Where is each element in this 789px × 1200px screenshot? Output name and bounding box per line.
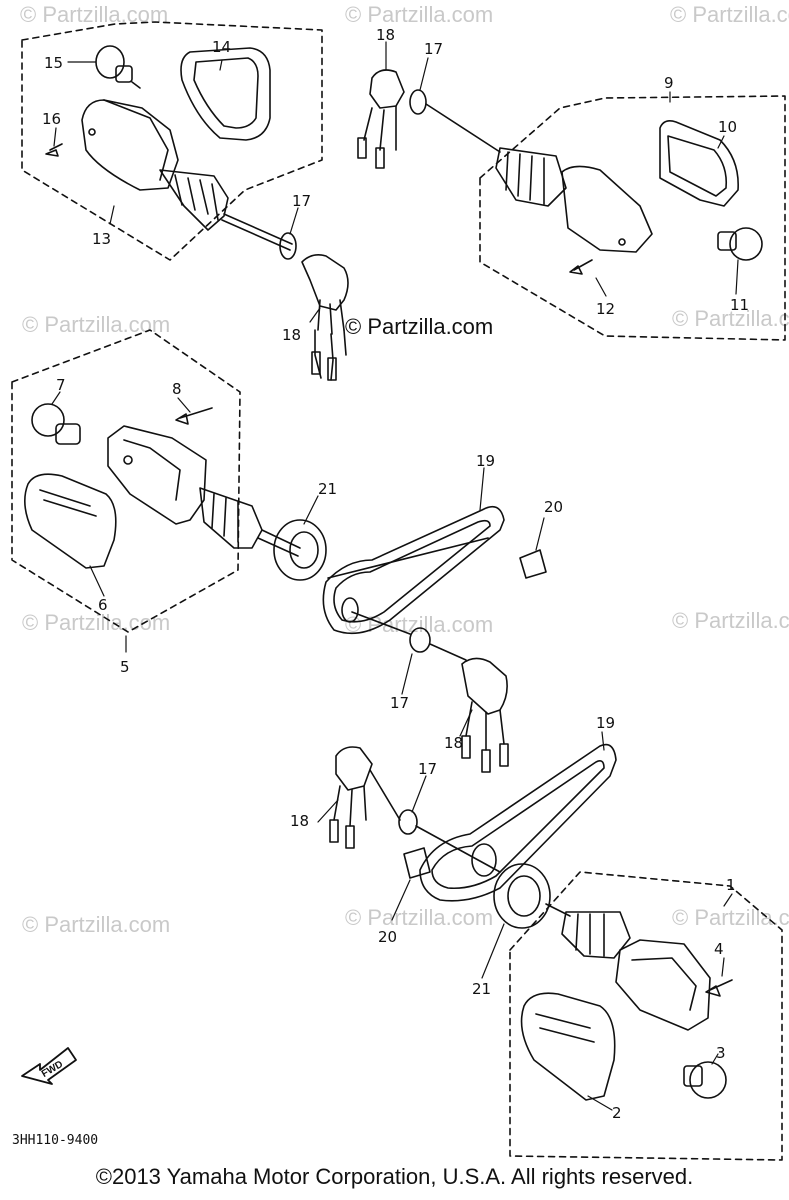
callout-5: 5 bbox=[120, 658, 130, 676]
callout-1: 1 bbox=[726, 876, 736, 894]
watermark: © Partzilla.com bbox=[672, 306, 789, 331]
wire bbox=[327, 537, 489, 579]
lens-2 bbox=[520, 992, 616, 1101]
connector-18 bbox=[461, 657, 509, 773]
callout-13: 13 bbox=[92, 230, 111, 248]
screw-12 bbox=[569, 259, 593, 275]
screw-16 bbox=[45, 143, 63, 157]
watermark: © Partzilla.com bbox=[670, 2, 789, 27]
bracket-19 bbox=[419, 743, 617, 902]
callout-15: 15 bbox=[44, 54, 63, 72]
lens-14 bbox=[180, 47, 271, 141]
callout-12: 12 bbox=[596, 300, 615, 318]
callout-17: 17 bbox=[418, 760, 437, 778]
callout-21: 21 bbox=[318, 480, 337, 498]
callout-17: 17 bbox=[390, 694, 409, 712]
callout-20: 20 bbox=[378, 928, 397, 946]
bracket-19 bbox=[322, 505, 505, 635]
housing-5 bbox=[107, 425, 301, 557]
callout-numbers: 15 16 14 13 17 18 18 17 9 10 12 11 7 8 6… bbox=[42, 26, 749, 1122]
assembly-9-boundary bbox=[479, 95, 786, 341]
watermark: © Partzilla.com bbox=[672, 905, 789, 930]
housing-1 bbox=[561, 911, 711, 1031]
callout-17: 17 bbox=[424, 40, 443, 58]
grommet-21 bbox=[493, 863, 551, 929]
grommet-17 bbox=[409, 627, 431, 653]
callout-18: 18 bbox=[290, 812, 309, 830]
watermark: © Partzilla.com bbox=[345, 612, 494, 637]
center-watermark: © Partzilla.com bbox=[345, 314, 494, 339]
connector-18 bbox=[329, 746, 373, 849]
wire bbox=[425, 103, 501, 153]
wire bbox=[429, 643, 467, 661]
grommet-17 bbox=[398, 809, 418, 835]
callout-18: 18 bbox=[376, 26, 395, 44]
callout-18: 18 bbox=[282, 326, 301, 344]
wire bbox=[369, 769, 401, 821]
callout-20: 20 bbox=[544, 498, 563, 516]
callout-14: 14 bbox=[212, 38, 231, 56]
callout-21: 21 bbox=[472, 980, 491, 998]
watermark: © Partzilla.com bbox=[345, 2, 494, 27]
callout-16: 16 bbox=[42, 110, 61, 128]
housing-9 bbox=[495, 147, 653, 253]
callout-10: 10 bbox=[718, 118, 737, 136]
bulb-11 bbox=[717, 227, 763, 261]
bulb-15 bbox=[95, 45, 141, 89]
connector-18 bbox=[357, 69, 405, 169]
diagram-code: 3HH110-9400 bbox=[12, 1133, 99, 1148]
leader-lines bbox=[51, 41, 739, 1111]
housing-13 bbox=[81, 99, 293, 251]
callout-18: 18 bbox=[444, 734, 463, 752]
watermark: © Partzilla.com bbox=[345, 905, 494, 930]
screw-8 bbox=[175, 407, 213, 425]
assembly-1-boundary bbox=[509, 871, 783, 1161]
copyright-notice: ©2013 Yamaha Motor Corporation, U.S.A. A… bbox=[95, 1164, 694, 1189]
assembly-13-boundary bbox=[21, 21, 323, 261]
grommet-17 bbox=[279, 232, 297, 260]
nut-20 bbox=[519, 549, 547, 579]
wire bbox=[415, 825, 501, 873]
nut-20 bbox=[403, 847, 431, 879]
callout-17: 17 bbox=[292, 192, 311, 210]
screw-4 bbox=[705, 979, 733, 997]
callout-19: 19 bbox=[596, 714, 615, 732]
bulb-7 bbox=[31, 403, 81, 445]
grommet-21 bbox=[273, 519, 327, 581]
callout-2: 2 bbox=[612, 1104, 622, 1122]
watermark: © Partzilla.com bbox=[22, 312, 171, 337]
grommet-17 bbox=[409, 89, 427, 115]
connector-18 bbox=[301, 254, 349, 381]
callout-6: 6 bbox=[98, 596, 108, 614]
callout-3: 3 bbox=[716, 1044, 726, 1062]
callout-8: 8 bbox=[172, 380, 182, 398]
lens-10 bbox=[659, 120, 739, 207]
callout-4: 4 bbox=[714, 940, 724, 958]
bulb-3 bbox=[683, 1061, 727, 1099]
callout-9: 9 bbox=[664, 74, 674, 92]
assembly-5-boundary bbox=[11, 329, 241, 633]
callout-7: 7 bbox=[56, 376, 66, 394]
callout-11: 11 bbox=[730, 296, 749, 314]
watermark: © Partzilla.com bbox=[672, 608, 789, 633]
callout-19: 19 bbox=[476, 452, 495, 470]
watermark: © Partzilla.com bbox=[22, 912, 171, 937]
wire bbox=[351, 611, 411, 635]
lens-6 bbox=[24, 473, 117, 569]
forward-arrow-icon: FWD bbox=[18, 1042, 80, 1093]
